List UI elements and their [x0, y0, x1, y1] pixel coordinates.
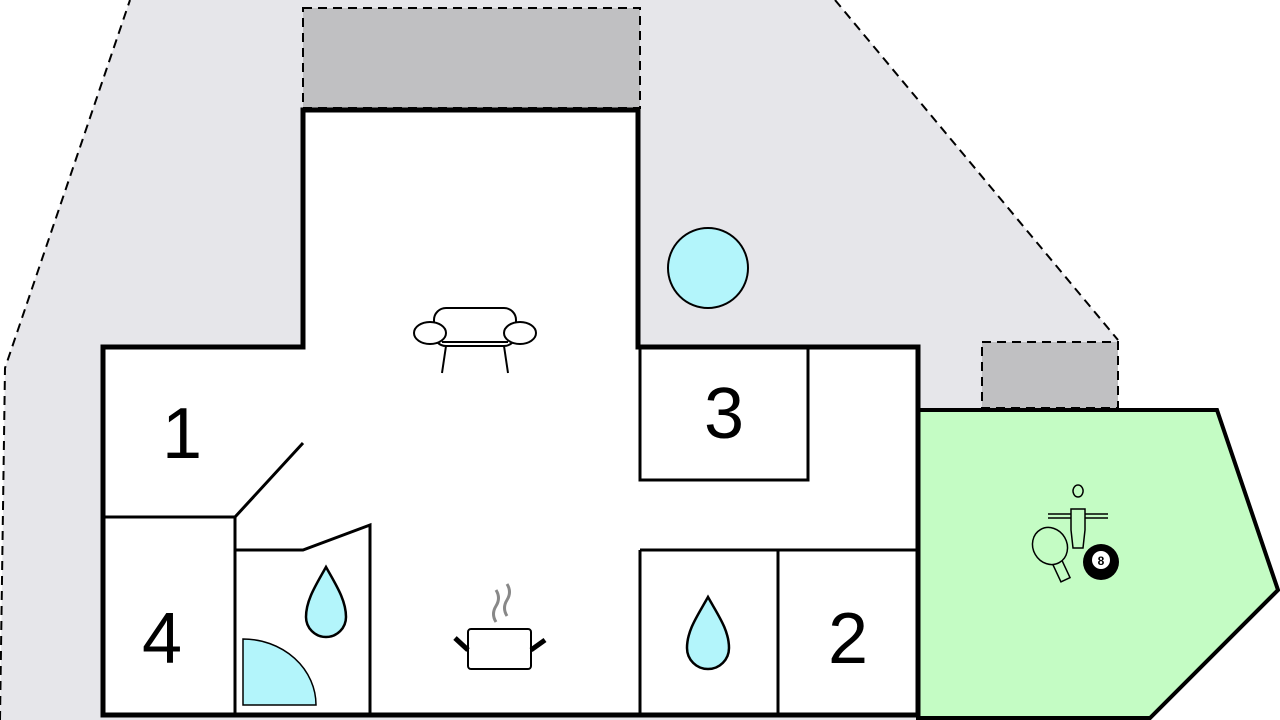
terrace-right — [981, 341, 1119, 409]
water-drop-icon — [685, 594, 731, 671]
ping-pong-paddle-icon — [1031, 526, 1072, 583]
property-boundary-right — [834, 0, 1119, 341]
cooking-pot-icon — [453, 583, 547, 670]
water-drop-icon — [304, 564, 348, 639]
room-4-label: 4 — [142, 599, 182, 679]
room-3-label: 3 — [704, 374, 744, 454]
interior-walls — [103, 347, 918, 715]
property-boundary — [0, 0, 131, 720]
billiard-ball-number: 8 — [1098, 554, 1105, 568]
room-1-label: 1 — [162, 394, 202, 474]
terrace-top — [302, 7, 641, 109]
building-outline — [100, 107, 921, 718]
sofa-icon — [413, 307, 537, 374]
pool — [667, 227, 749, 309]
shower-icon — [242, 638, 317, 706]
room-2-label: 2 — [828, 599, 868, 679]
table-football-icon — [1048, 484, 1108, 549]
billiard-ball-icon: 8 — [1083, 544, 1119, 580]
